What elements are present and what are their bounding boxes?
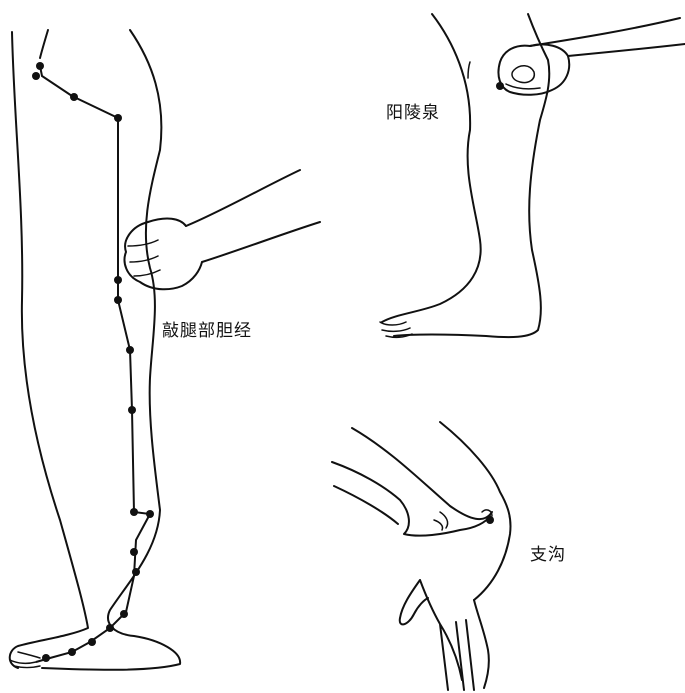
leg-panel-label: 敲腿部胆经 (162, 316, 252, 341)
acupoint (114, 114, 122, 122)
pressing-hand (496, 18, 685, 95)
acupoint (120, 610, 128, 618)
hand-outline (400, 580, 489, 690)
acupoint-dots (32, 62, 154, 662)
acupoint (146, 510, 154, 518)
acupoint (42, 654, 50, 662)
leg-outline-back (10, 32, 88, 668)
acupoint (106, 624, 114, 632)
toe-lines (10, 652, 40, 668)
hip-outline (40, 30, 48, 58)
acupoint (128, 406, 136, 414)
forearm-outline-bottom (440, 422, 511, 600)
zhigou-label: 支沟 (530, 540, 566, 565)
acupoint-yanglingquan (496, 82, 504, 90)
acupoint (132, 568, 140, 576)
acupoint (126, 346, 134, 354)
knee-crease (468, 62, 470, 78)
acupoint (114, 296, 122, 304)
acupoint (32, 72, 40, 80)
calf-outline-front (394, 14, 549, 337)
yanglingquan-label: 阳陵泉 (386, 98, 440, 123)
arm-panel (332, 422, 511, 690)
acupoint (88, 638, 96, 646)
calf-outline-back (382, 14, 481, 322)
tapping-fist (125, 170, 320, 289)
acupoint (130, 508, 138, 516)
acupoint (36, 62, 44, 70)
knee-panel (380, 14, 685, 337)
leg-outline-front (42, 30, 180, 670)
acupoint (68, 648, 76, 656)
leg-panel (10, 30, 320, 670)
acupoint (130, 548, 138, 556)
acupoint-zhigou (486, 516, 494, 524)
acupoint (114, 276, 122, 284)
acupoint (70, 93, 78, 101)
